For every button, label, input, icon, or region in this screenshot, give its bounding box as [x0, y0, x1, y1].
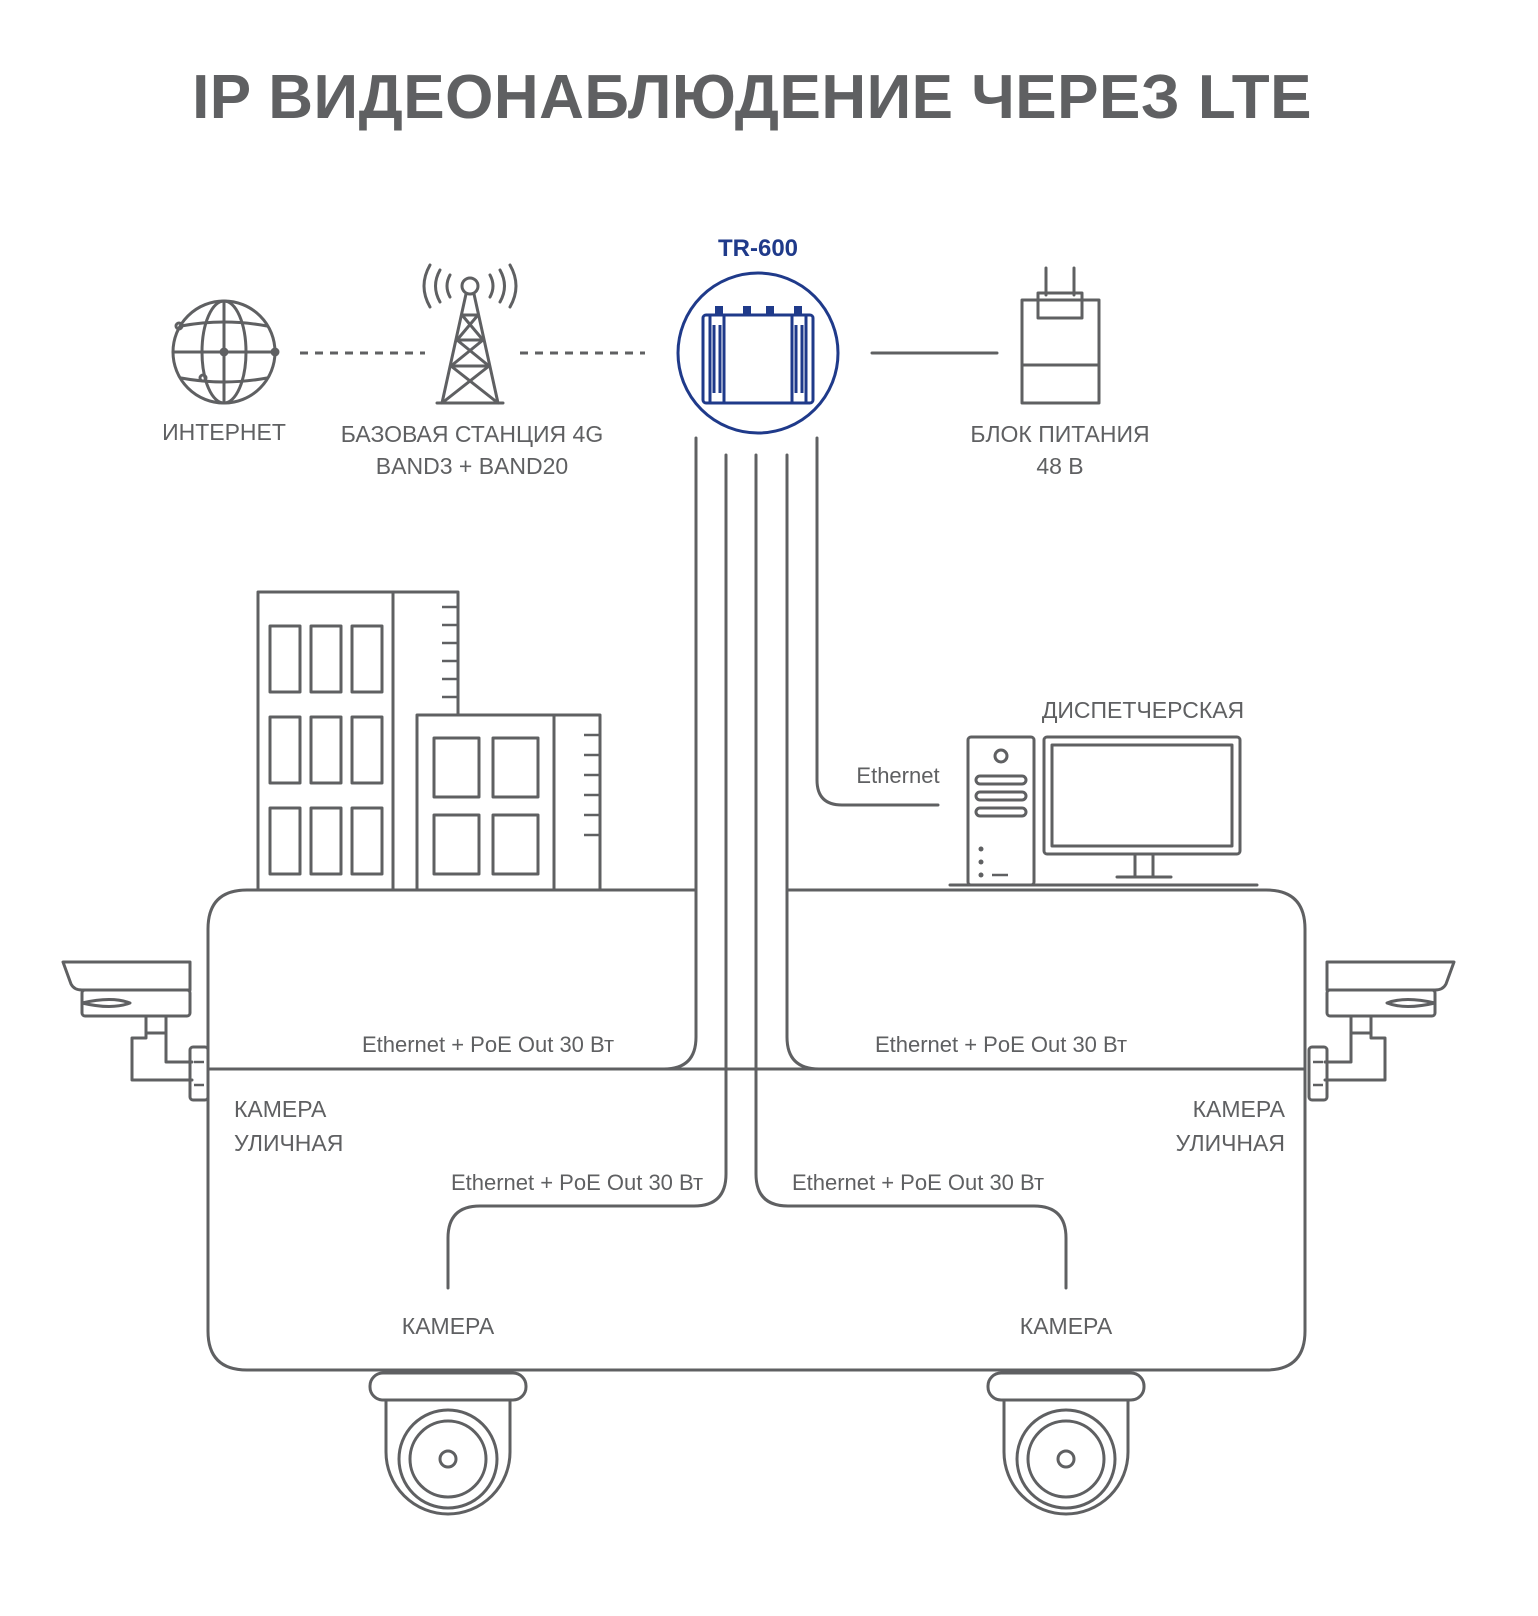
camera-left-label: КАМЕРА [234, 1096, 327, 1122]
poe-top-right-label: Ethernet + PoE Out 30 Вт [875, 1032, 1127, 1057]
camera-bottom-left-label: КАМЕРА [402, 1313, 495, 1339]
building-low-icon [415, 713, 602, 892]
street-camera-right-icon [1307, 960, 1456, 1102]
cable-bottom-left [446, 453, 728, 1290]
router-icon [676, 271, 840, 435]
camera-bottom-right-label: КАМЕРА [1020, 1313, 1113, 1339]
cable-ethernet-control [815, 436, 940, 807]
power-supply-icon [1020, 266, 1101, 405]
base-station-bands: BAND3 + BAND20 [376, 453, 568, 479]
camera-right-type: УЛИЧНАЯ [1176, 1130, 1285, 1156]
cable-bottom-right [754, 453, 1068, 1290]
power-supply-voltage: 48 В [1036, 453, 1083, 479]
poe-top-left-label: Ethernet + PoE Out 30 Вт [362, 1032, 614, 1057]
globe-icon [171, 299, 280, 405]
base-station-label: БАЗОВАЯ СТАНЦИЯ 4G [341, 421, 603, 447]
camera-right-label: КАМЕРА [1193, 1096, 1286, 1122]
cable-top-right [785, 453, 821, 1071]
router-name: TR-600 [718, 235, 798, 262]
street-camera-left-icon [61, 960, 210, 1102]
dome-camera-left-icon [368, 1371, 528, 1516]
page-title: IP ВИДЕОНАБЛЮДЕНИЕ ЧЕРЕЗ LTE [192, 63, 1312, 132]
ethernet-link-label: Ethernet [856, 763, 939, 788]
platform-outline [206, 888, 1307, 1372]
power-supply-label: БЛОК ПИТАНИЯ [970, 421, 1149, 447]
internet-label: ИНТЕРНЕТ [162, 419, 286, 445]
computer-icon [948, 735, 1259, 892]
cable-top-left [662, 436, 698, 1071]
dome-camera-right-icon [986, 1371, 1146, 1516]
poe-bottom-left-label: Ethernet + PoE Out 30 Вт [451, 1170, 703, 1195]
control-room-label: ДИСПЕТЧЕРСКАЯ [1042, 697, 1244, 723]
cell-tower-icon [422, 263, 518, 405]
poe-bottom-right-label: Ethernet + PoE Out 30 Вт [792, 1170, 1044, 1195]
camera-left-type: УЛИЧНАЯ [234, 1130, 343, 1156]
